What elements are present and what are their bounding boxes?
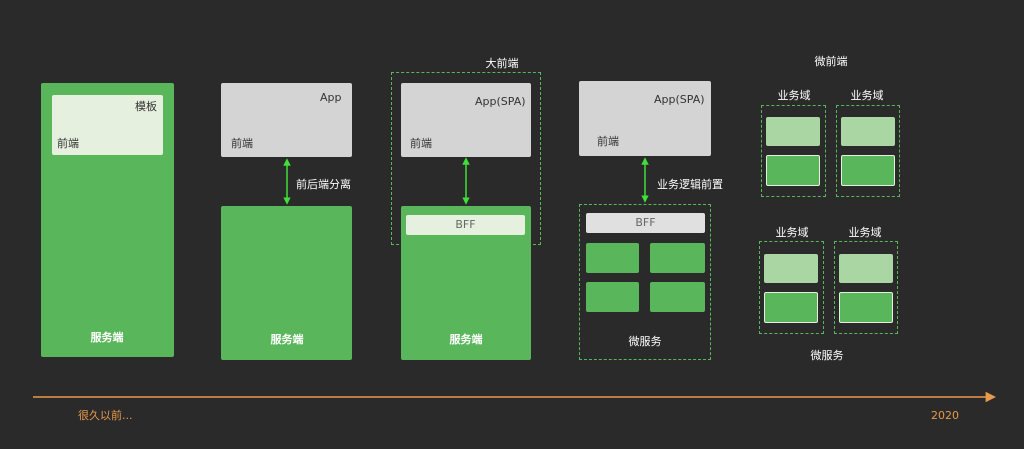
stage3-server-label: 服务端: [449, 333, 483, 346]
stage4-microservice-outline: [579, 204, 711, 360]
stage1-template-label: 模板: [135, 100, 157, 113]
stage4-service-box: [586, 243, 639, 273]
stage5-domain-outline: [761, 105, 826, 197]
stage5-title: 微前端: [814, 55, 848, 68]
stage1-server-label: 服务端: [90, 331, 124, 344]
stage5-domain-label: 业务域: [775, 226, 809, 239]
stage3-title: 大前端: [485, 57, 519, 70]
stage4-service-box: [650, 282, 705, 312]
stage5-service-module: [839, 292, 893, 323]
stage5-frontend-module: [839, 254, 893, 283]
stage5-domain-outline: [834, 241, 898, 334]
stage5-domain-label: 业务域: [848, 226, 882, 239]
stage1-frontend-box: [52, 95, 163, 155]
stage5-service-module: [841, 155, 895, 186]
stage5-domain-label: 业务域: [850, 89, 884, 102]
stage2-app-box: [221, 83, 352, 157]
stage5-domain-outline: [836, 105, 900, 197]
stage4-microservice-label: 微服务: [628, 335, 662, 348]
stage4-logic-forward-label: 业务逻辑前置: [657, 178, 723, 191]
stage3-bff-bar: BFF: [406, 215, 525, 235]
stage4-service-box: [586, 282, 639, 312]
stage5-frontend-module: [766, 117, 820, 146]
stage2-frontend-label: 前端: [231, 137, 253, 150]
stage2-server-label: 服务端: [270, 333, 304, 346]
stage5-service-module: [764, 292, 818, 323]
stage3-app-box: [401, 83, 531, 157]
timeline-start-label: 很久以前...: [78, 409, 133, 422]
stage2-server-block: [221, 206, 352, 360]
stage5-frontend-module: [841, 117, 895, 146]
stage2-app-label: App: [320, 91, 342, 104]
stage3-frontend-label: 前端: [410, 137, 432, 150]
stage1-frontend-label: 前端: [57, 137, 79, 150]
stage2-separation-label: 前后端分离: [296, 178, 351, 191]
stage5-domain-label: 业务域: [777, 89, 811, 102]
stage4-app-label: App(SPA): [654, 93, 705, 106]
stage5-domain-outline: [759, 241, 824, 334]
stage4-app-box: [579, 81, 711, 156]
stage5-frontend-module: [764, 254, 818, 283]
stage4-frontend-label: 前端: [597, 135, 619, 148]
stage4-bff-bar: BFF: [586, 213, 705, 233]
stage4-service-box: [650, 243, 705, 273]
stage5-service-module: [766, 155, 820, 186]
timeline-end-label: 2020: [931, 409, 959, 422]
stage3-app-label: App(SPA): [475, 95, 526, 108]
stage5-microservice-label: 微服务: [810, 349, 844, 362]
